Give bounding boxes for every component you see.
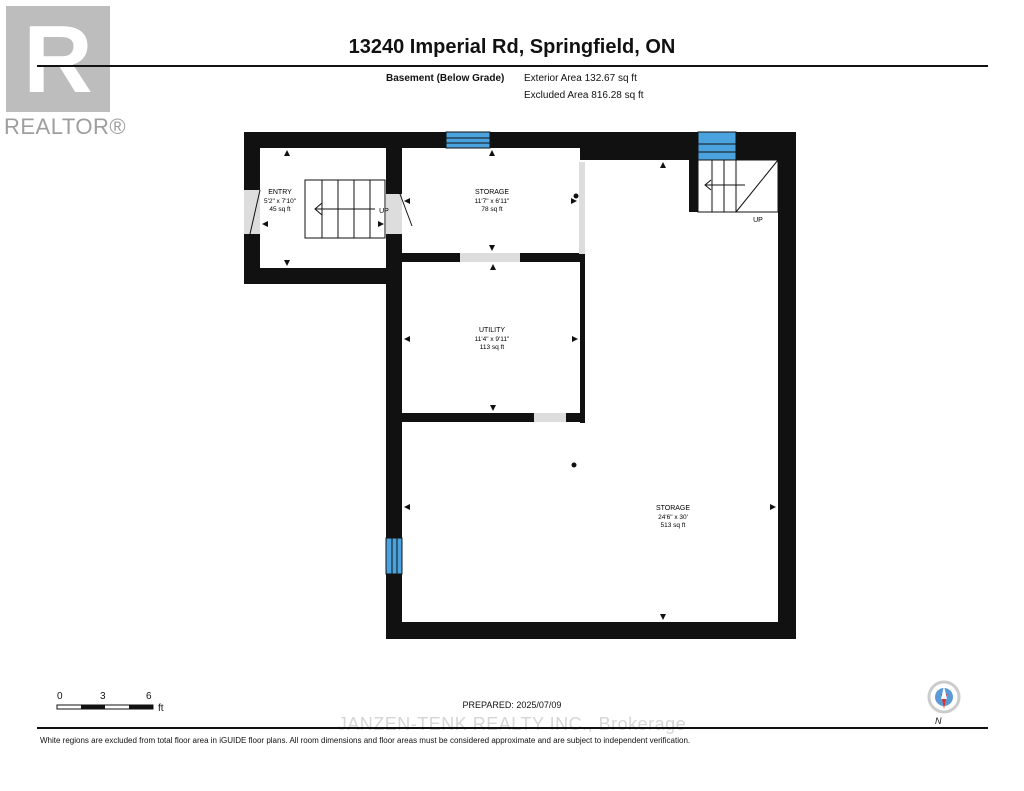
svg-text:STORAGE: STORAGE	[656, 505, 690, 512]
header-divider	[37, 65, 988, 67]
room-label-storage-1: STORAGE 11'7" x 6'11" 78 sq ft	[475, 189, 510, 213]
room-label-utility: UTILITY 11'4" x 9'11" 113 sq ft	[475, 327, 510, 351]
doorway	[460, 253, 520, 262]
compass-icon	[927, 680, 961, 714]
partition-wall	[579, 162, 585, 254]
svg-text:5'2" x 7'10": 5'2" x 7'10"	[264, 198, 297, 205]
compass-north-label: N	[935, 716, 942, 726]
room-label-storage-2: STORAGE 24'6" x 30' 513 sq ft	[656, 505, 690, 529]
stairs-up-label: UP	[379, 208, 389, 215]
fixture-marker	[573, 193, 579, 199]
brokerage-watermark: JANZEN-TENK REALTY INC., Brokerage	[337, 714, 687, 734]
stairs-up-label: UP	[753, 217, 763, 224]
svg-text:78 sq ft: 78 sq ft	[481, 206, 503, 213]
interior-door	[386, 193, 413, 234]
svg-text:11'7" x 6'11": 11'7" x 6'11"	[475, 198, 510, 205]
svg-text:ENTRY: ENTRY	[268, 189, 292, 196]
footer-divider	[37, 727, 988, 729]
room-label-entry: ENTRY 5'2" x 7'10" 45 sq ft	[264, 189, 297, 213]
realtor-logo-text: REALTOR®	[4, 114, 127, 139]
doorway	[534, 413, 566, 422]
scale-label-0: 0	[57, 691, 63, 702]
exterior-area: Exterior Area 132.67 sq ft	[524, 73, 637, 84]
svg-text:113 sq ft: 113 sq ft	[480, 344, 505, 351]
svg-text:11'4" x 9'11": 11'4" x 9'11"	[475, 336, 510, 343]
scale-label-3: 3	[100, 691, 106, 702]
windows	[385, 131, 737, 575]
svg-text:24'6" x 30': 24'6" x 30'	[658, 514, 688, 521]
corner-stairs	[697, 159, 779, 213]
prepared-date: PREPARED: 2025/07/09	[462, 700, 562, 710]
svg-text:STORAGE: STORAGE	[475, 189, 509, 196]
realtor-logo: R	[6, 6, 110, 113]
disclaimer-text: White regions are excluded from total fl…	[40, 736, 691, 745]
page-title: 13240 Imperial Rd, Springfield, ON	[348, 36, 676, 58]
scale-unit: ft	[158, 703, 164, 714]
excluded-area: Excluded Area 816.28 sq ft	[524, 90, 644, 101]
entry-stairs	[304, 179, 386, 239]
walls	[244, 132, 796, 639]
svg-text:513 sq ft: 513 sq ft	[661, 522, 686, 529]
fixture-marker	[571, 462, 577, 468]
logo-letter: R	[23, 6, 92, 112]
realtor-logo-mark: R	[6, 6, 110, 113]
floor-label: Basement (Below Grade)	[386, 73, 505, 84]
svg-text:UTILITY: UTILITY	[479, 327, 505, 334]
entry-door	[244, 189, 261, 235]
scale-label-6: 6	[146, 691, 152, 702]
svg-text:45 sq ft: 45 sq ft	[269, 206, 291, 213]
scale-bar	[56, 704, 154, 710]
dimension-arrows	[262, 150, 776, 620]
